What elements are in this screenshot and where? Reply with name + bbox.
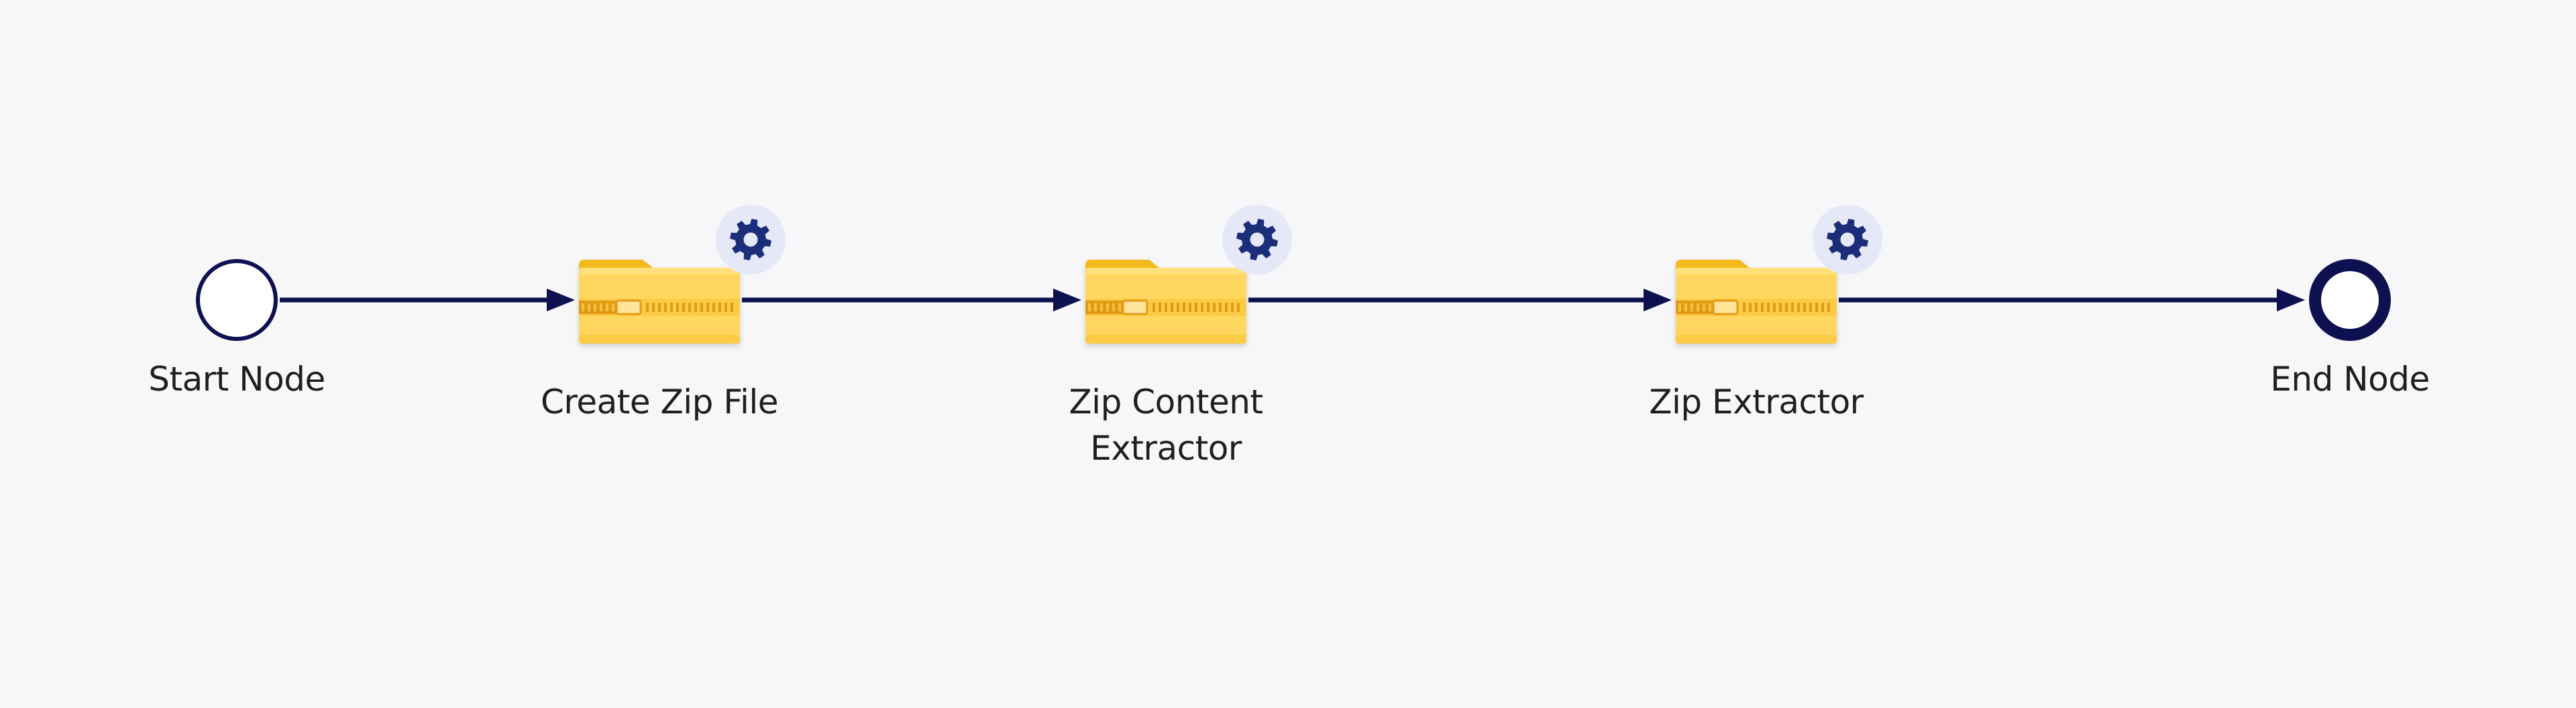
- connector-layer: [280, 289, 2305, 311]
- connector-zip-content-extractor-to-zip-extractor[interactable]: [1248, 289, 1672, 311]
- arrowhead-icon: [547, 289, 575, 311]
- gear-icon: [1236, 219, 1278, 260]
- gear-icon: [730, 219, 771, 260]
- task-node-zip-extractor[interactable]: [1676, 205, 1882, 344]
- gear-icon: [1827, 219, 1868, 260]
- arrowhead-icon: [1644, 289, 1672, 311]
- connector-create-zip-file-to-zip-content-extractor[interactable]: [742, 289, 1081, 311]
- settings-button[interactable]: [1813, 205, 1882, 274]
- arrowhead-icon: [1053, 289, 1081, 311]
- connector-start-to-create-zip-file[interactable]: [280, 289, 575, 311]
- zip-folder-icon: [579, 260, 740, 344]
- zip-folder-icon: [1085, 260, 1246, 344]
- end-node[interactable]: [2309, 259, 2391, 341]
- arrowhead-icon: [2277, 289, 2305, 311]
- end-circle-icon: [2309, 259, 2391, 341]
- settings-button[interactable]: [1222, 205, 1292, 274]
- start-circle-icon: [196, 259, 278, 341]
- task-node-zip-content-extractor[interactable]: [1085, 205, 1292, 344]
- task-node-create-zip-file[interactable]: [579, 205, 786, 344]
- start-node[interactable]: [196, 259, 278, 341]
- connector-zip-extractor-to-end[interactable]: [1839, 289, 2305, 311]
- zip-folder-icon: [1676, 260, 1837, 344]
- settings-button[interactable]: [716, 205, 786, 274]
